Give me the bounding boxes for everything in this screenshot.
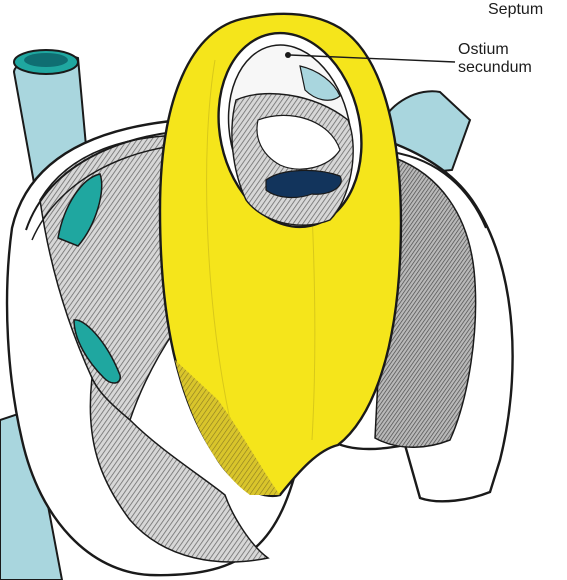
ostium-secundum-label: Ostium secundum xyxy=(458,41,532,77)
ostium-label-line2: secundum xyxy=(458,59,532,77)
ostium-label-line1: Ostium xyxy=(458,41,532,59)
septum-label: Septum xyxy=(488,1,543,19)
